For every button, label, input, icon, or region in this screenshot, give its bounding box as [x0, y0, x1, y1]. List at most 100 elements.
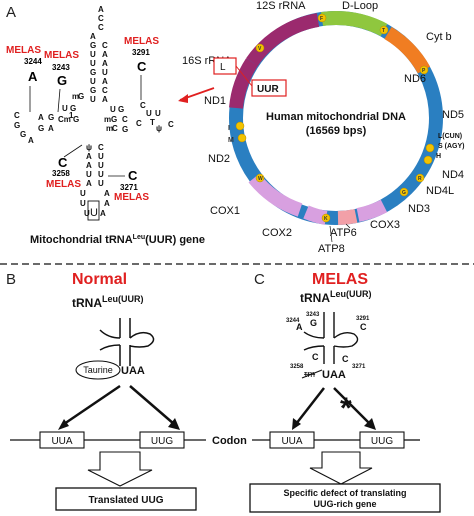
melas-codon-uua: UUA	[281, 436, 302, 447]
svg-text:A: A	[28, 69, 38, 84]
svg-text:G: G	[57, 73, 67, 88]
melas-down-arrow	[309, 451, 373, 485]
svg-text:T: T	[382, 28, 385, 34]
cytb-arc	[384, 26, 431, 74]
svg-text:m: m	[104, 115, 111, 124]
svg-text:C: C	[136, 119, 142, 128]
svg-text:G: G	[14, 121, 20, 130]
taurine-ellipse	[75, 360, 121, 380]
svg-text:A: A	[102, 95, 108, 104]
gene-cytb: Cyt b	[426, 31, 452, 43]
svg-text:C: C	[360, 322, 367, 332]
svg-text:U: U	[62, 104, 68, 113]
svg-text:U: U	[98, 152, 104, 161]
svg-text:C: C	[102, 86, 108, 95]
callout-arrow	[178, 87, 215, 103]
svg-text:m: m	[72, 92, 79, 101]
ring-letter-m: M	[228, 137, 234, 144]
gene-nd1: ND1	[204, 95, 226, 107]
svg-text:F: F	[320, 16, 323, 22]
blocked-cross: *	[340, 392, 352, 425]
svg-text:G: G	[73, 115, 79, 124]
svg-text:3271: 3271	[120, 183, 138, 192]
svg-text:U: U	[110, 105, 116, 114]
melas-3244: MELAS 3244 A	[6, 45, 42, 112]
normal-arrows	[63, 384, 175, 426]
svg-text:A: A	[104, 199, 110, 208]
melas-mutations: 3244 A 3243 G 3291 C 3258 C 3271 C	[286, 312, 370, 370]
normal-result-box	[55, 487, 197, 511]
svg-text:G: G	[118, 105, 124, 114]
svg-text:MELAS: MELAS	[44, 50, 79, 61]
panel-label-c: C	[254, 271, 265, 288]
svg-text:G: G	[111, 115, 117, 124]
trna-gene-caption: Mitochondrial tRNALeu(UUR) gene	[30, 234, 205, 246]
melas-title: MELAS	[312, 271, 368, 288]
rrna-16s-arc	[229, 58, 258, 109]
melas-3291: MELAS 3291 C	[124, 36, 159, 100]
svg-text:C: C	[98, 14, 104, 23]
gene-nd3: ND3	[408, 203, 430, 215]
svg-text:U: U	[98, 179, 104, 188]
normal-title: Normal	[72, 271, 127, 288]
melas-arrows	[295, 387, 371, 425]
melas-3271: C 3271 MELAS	[108, 168, 149, 203]
gene-12s-rrna: 12S rRNA	[256, 0, 306, 12]
normal-result-text: Translated UUG	[88, 495, 163, 506]
gene-cox1: COX1	[210, 205, 240, 217]
svg-text:G: G	[122, 125, 128, 134]
svg-text:P: P	[422, 68, 426, 74]
svg-text:G: G	[48, 113, 54, 122]
svg-text:3243: 3243	[52, 63, 70, 72]
svg-text:C: C	[168, 120, 174, 129]
svg-text:A: A	[48, 124, 54, 133]
panel-label-a: A	[6, 4, 16, 21]
gene-atp6: ATP6	[330, 227, 357, 239]
svg-text:K: K	[324, 216, 328, 222]
svg-text:MELAS: MELAS	[6, 45, 41, 56]
normal-trna-label: tRNALeu(UUR)	[72, 294, 144, 310]
svg-text:C: C	[312, 352, 319, 362]
svg-text:C: C	[140, 101, 146, 110]
mito-center-sub: (16569 bps)	[306, 125, 367, 137]
melas-3258: C 3258 MELAS	[46, 144, 83, 190]
svg-text:U: U	[90, 59, 96, 68]
gene-nd2: ND2	[208, 153, 230, 165]
label-l-cun: L(CUN)	[438, 133, 462, 140]
svg-text:G: G	[402, 190, 406, 196]
gene-atp8: ATP8	[318, 243, 345, 255]
label-h: H	[436, 153, 441, 160]
melas-codon-uug: UUG	[371, 436, 393, 447]
svg-text:A: A	[90, 32, 96, 41]
svg-text:A: A	[104, 189, 110, 198]
svg-text:G: G	[90, 86, 96, 95]
svg-text:U: U	[90, 50, 96, 59]
svg-text:3291: 3291	[356, 316, 370, 322]
svg-text:U: U	[90, 77, 96, 86]
gene-nd6: ND6	[404, 73, 426, 85]
svg-text:3244: 3244	[24, 57, 42, 66]
svg-text:1: 1	[69, 111, 74, 120]
trna-marker-letters: V F T P R G K W	[258, 16, 426, 222]
svg-text:G: G	[38, 124, 44, 133]
normal-codon-uua-box	[39, 431, 85, 449]
mito-center-title: Human mitochondrial DNA	[266, 111, 406, 123]
svg-text:C: C	[98, 143, 104, 152]
svg-text:C: C	[102, 41, 108, 50]
svg-text:A: A	[296, 322, 303, 332]
melas-result-box	[249, 483, 441, 513]
anticodon-box-letter: U	[90, 207, 98, 219]
svg-text:C: C	[122, 115, 128, 124]
normal-codon-uug: UUG	[151, 436, 173, 447]
svg-text:A: A	[102, 59, 108, 68]
gene-cox3: COX3	[370, 219, 400, 231]
svg-text:3271: 3271	[352, 364, 366, 370]
anticodon-box	[87, 200, 100, 221]
svg-text:U: U	[84, 209, 90, 218]
svg-text:C: C	[14, 111, 20, 120]
